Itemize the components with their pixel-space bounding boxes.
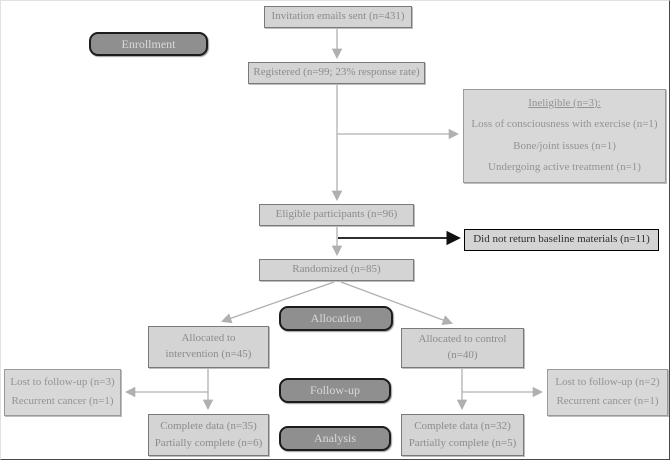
- node-no-baseline-materials: Did not return baseline materials (n=11): [464, 229, 659, 251]
- node-line: Lost to follow-up (n=3): [10, 375, 115, 388]
- node-line: Bone/joint issues (n=1): [513, 139, 616, 152]
- node-invitation-emails: Invitation emails sent (n=431): [264, 6, 412, 28]
- node-line: Complete data (n=35): [160, 419, 257, 432]
- node-lost-followup-intervention: Lost to follow-up (n=3) Recurrent cancer…: [4, 369, 121, 416]
- stage-text: Follow-up: [309, 383, 360, 397]
- node-eligible: Eligible participants (n=96): [259, 204, 414, 226]
- node-text: Eligible participants (n=96): [275, 208, 398, 221]
- node-ineligible: Ineligible (n=3): Loss of consciousness …: [463, 89, 666, 183]
- node-text: Registered (n=99; 23% response rate): [253, 66, 420, 79]
- node-line: Lost to follow-up (n=2): [555, 375, 660, 388]
- node-line: Loss of consciousness with exercise (n=1…: [471, 118, 658, 131]
- node-line: Complete data (n=32): [414, 419, 511, 432]
- node-text: Did not return baseline materials (n=11): [473, 233, 650, 246]
- stage-label-allocation: Allocation: [279, 306, 393, 331]
- node-line: Undergoing active treatment (n=1): [488, 161, 641, 174]
- node-line: Partially complete (n=6): [154, 436, 263, 449]
- stage-text: Analysis: [314, 431, 356, 445]
- node-text: Invitation emails sent (n=431): [271, 10, 405, 23]
- node-line: (n=40): [447, 349, 478, 361]
- node-text: Randomized (n=85): [292, 263, 381, 276]
- node-complete-data-control: Complete data (n=32) Partially complete …: [401, 414, 524, 456]
- node-allocated-control: Allocated to control (n=40): [401, 328, 524, 368]
- node-line: intervention (n=45): [165, 348, 252, 360]
- node-line: Recurrent cancer (n=1): [556, 395, 659, 408]
- node-line: Partially complete (n=5): [408, 436, 517, 449]
- stage-text: Enrollment: [121, 36, 176, 51]
- node-line: Recurrent cancer (n=1): [11, 395, 114, 408]
- stage-label-followup: Follow-up: [279, 378, 391, 403]
- node-allocated-intervention: Allocated to intervention (n=45): [148, 326, 269, 368]
- stage-text: Allocation: [310, 311, 362, 325]
- node-line: Allocated to: [181, 332, 236, 345]
- node-registered: Registered (n=99; 23% response rate): [248, 62, 425, 84]
- stage-label-enrollment: Enrollment: [89, 32, 208, 56]
- node-randomized: Randomized (n=85): [259, 259, 414, 281]
- node-line: Allocated to control: [418, 333, 507, 346]
- node-lost-followup-control: Lost to follow-up (n=2) Recurrent cancer…: [547, 369, 668, 416]
- node-complete-data-intervention: Complete data (n=35) Partially complete …: [148, 414, 269, 456]
- node-title: Ineligible (n=3):: [528, 96, 601, 109]
- stage-label-analysis: Analysis: [279, 426, 391, 451]
